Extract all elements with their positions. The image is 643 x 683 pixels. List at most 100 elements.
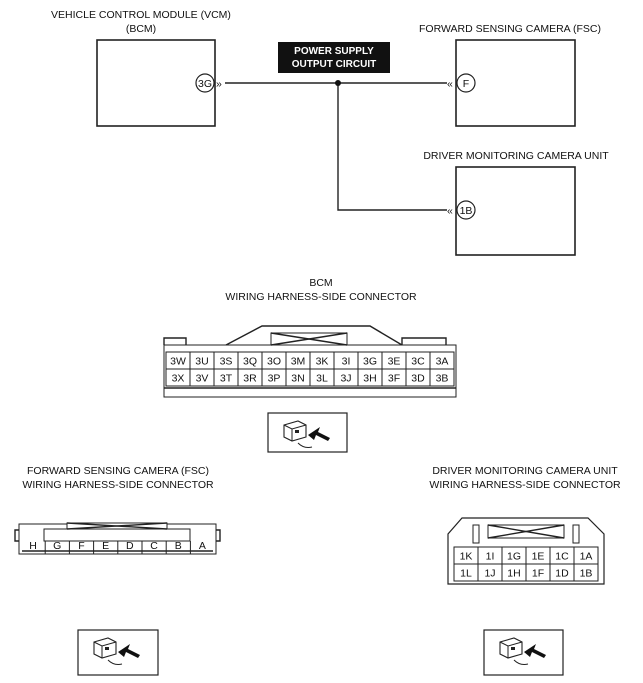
- connector-chevron-icon: «: [447, 205, 453, 217]
- connector-pin: 3C: [405, 351, 431, 370]
- bcm-pin-grid: 3W 3U 3S 3Q 3O 3M 3K 3I 3G 3E 3C 3A 3X 3V 3T 3R 3P 3N 3L 3J…: [165, 351, 455, 387]
- connector-pin: 3G: [357, 351, 383, 370]
- connector-view-icon: [483, 629, 564, 676]
- connector-pin-label: 3D: [411, 373, 425, 385]
- connector-pin-label: 1A: [580, 551, 593, 563]
- connector-pin-label: 1J: [484, 568, 495, 580]
- fsc-terminal-label: F: [463, 78, 469, 90]
- connector-pin: 3E: [381, 351, 407, 370]
- connector-pin-label: 1C: [555, 551, 569, 563]
- connector-pin: 1F: [525, 563, 551, 582]
- connector-pin-label: 3P: [268, 373, 281, 385]
- connector-pin-label: 3L: [316, 373, 328, 385]
- connector-pin: 1G: [501, 546, 527, 565]
- connector-pin: 3Q: [237, 351, 263, 370]
- dmc-module-box: [455, 166, 576, 256]
- connector-pin-label: 3M: [291, 356, 306, 368]
- bcm-connector-subtitle: WIRING HARNESS-SIDE CONNECTOR: [225, 291, 417, 303]
- connector-pin: 3A: [429, 351, 455, 370]
- connector-pin: 1A: [573, 546, 599, 565]
- connector-pin-label: 1L: [460, 568, 472, 580]
- connector-pin: 3B: [429, 368, 455, 387]
- connector-pin-label: 3K: [316, 356, 329, 368]
- connector-pin: 3D: [405, 368, 431, 387]
- dmc-title: DRIVER MONITORING CAMERA UNIT: [423, 150, 609, 162]
- connector-chevron-icon: «: [447, 78, 453, 90]
- connector-pin-label: 1E: [532, 551, 545, 563]
- connector-pin-label: 3S: [220, 356, 233, 368]
- dmc-branch-wire: [337, 83, 447, 211]
- dmc-terminal-label: 1B: [460, 205, 473, 217]
- connector-pin: 3H: [357, 368, 383, 387]
- connector-pin-label: B: [175, 540, 182, 552]
- vcm-module-box: [96, 39, 216, 127]
- connector-pin: 1H: [501, 563, 527, 582]
- connector-chevron-icon: »: [216, 78, 222, 90]
- connector-pin-label: 1I: [486, 551, 495, 563]
- connector-pin-label: 3H: [363, 373, 376, 385]
- connector-pin-label: 1K: [460, 551, 473, 563]
- connector-pin: 3X: [165, 368, 191, 387]
- dmc-connector-title: DRIVER MONITORING CAMERA UNIT: [432, 465, 618, 477]
- connector-pin: 3P: [261, 368, 287, 387]
- connector-pin-label: 1D: [555, 568, 569, 580]
- circuit-label-box: [278, 42, 390, 73]
- connector-pin-label: 3A: [436, 356, 449, 368]
- connector-pin-label: 1B: [580, 568, 593, 580]
- fsc-connector-subtitle: WIRING HARNESS-SIDE CONNECTOR: [22, 479, 214, 491]
- connector-pin: 1J: [477, 563, 503, 582]
- connector-pin-label: 3O: [267, 356, 281, 368]
- connector-pin-label: 3C: [411, 356, 425, 368]
- vcm-subtitle: (BCM): [126, 23, 156, 35]
- circuit-label-line2: OUTPUT CIRCUIT: [292, 59, 376, 70]
- connector-pin-label: 1F: [532, 568, 544, 580]
- connector-pin-label: F: [78, 540, 84, 552]
- fsc-title: FORWARD SENSING CAMERA (FSC): [419, 23, 601, 35]
- dmc-terminal-1b: 1B: [456, 200, 476, 220]
- fsc-terminal-f: F: [456, 73, 476, 93]
- connector-pin: 3U: [189, 351, 215, 370]
- connector-pin-label: 1H: [507, 568, 520, 580]
- bcm-connector-title: BCM: [309, 277, 332, 289]
- connector-pin-label: 3V: [196, 373, 209, 385]
- connector-pin-label: H: [29, 540, 37, 552]
- vcm-terminal-label: 3G: [198, 78, 212, 90]
- connector-pin-label: 3U: [195, 356, 208, 368]
- connector-pin-label: C: [150, 540, 158, 552]
- connector-pin-label: 3G: [363, 356, 377, 368]
- vcm-terminal-3g: 3G: [195, 73, 215, 93]
- connector-pin: 3J: [333, 368, 359, 387]
- connector-pin: 1B: [573, 563, 599, 582]
- connector-pin-label: D: [126, 540, 134, 552]
- connector-pin-label: G: [53, 540, 61, 552]
- connector-pin-label: A: [199, 540, 206, 552]
- connector-pin: 3L: [309, 368, 335, 387]
- dmc-pin-grid: 1K 1I 1G 1E 1C 1A 1L 1J 1H 1F 1D 1B: [453, 546, 599, 582]
- connector-pin-label: 3W: [170, 356, 186, 368]
- connector-pin: 3O: [261, 351, 287, 370]
- connector-pin-label: E: [102, 540, 109, 552]
- connector-pin-label: 3B: [436, 373, 449, 385]
- connector-pin: 3V: [189, 368, 215, 387]
- connector-pin-label: 1G: [507, 551, 521, 563]
- circuit-label-line1: POWER SUPPLY: [294, 46, 374, 57]
- connector-pin-label: 3R: [243, 373, 257, 385]
- connector-pin: 1K: [453, 546, 479, 565]
- fsc-connector-body: [14, 522, 221, 555]
- connector-pin-label: 3N: [291, 373, 304, 385]
- connector-pin-label: 3T: [220, 373, 233, 385]
- connector-pin: 3F: [381, 368, 407, 387]
- connector-pin: 3M: [285, 351, 311, 370]
- connector-pin-label: 3Q: [243, 356, 257, 368]
- connector-view-icon: [267, 412, 348, 453]
- connector-view-icon: [77, 629, 159, 676]
- connector-pin: 3N: [285, 368, 311, 387]
- fsc-connector-title: FORWARD SENSING CAMERA (FSC): [27, 465, 209, 477]
- fsc-module-box: [455, 39, 576, 127]
- connector-pin: 3K: [309, 351, 335, 370]
- connector-pin-label: 3J: [340, 373, 351, 385]
- connector-pin-label: 3X: [172, 373, 185, 385]
- connector-pin-label: 3I: [342, 356, 351, 368]
- connector-pin: 1I: [477, 546, 503, 565]
